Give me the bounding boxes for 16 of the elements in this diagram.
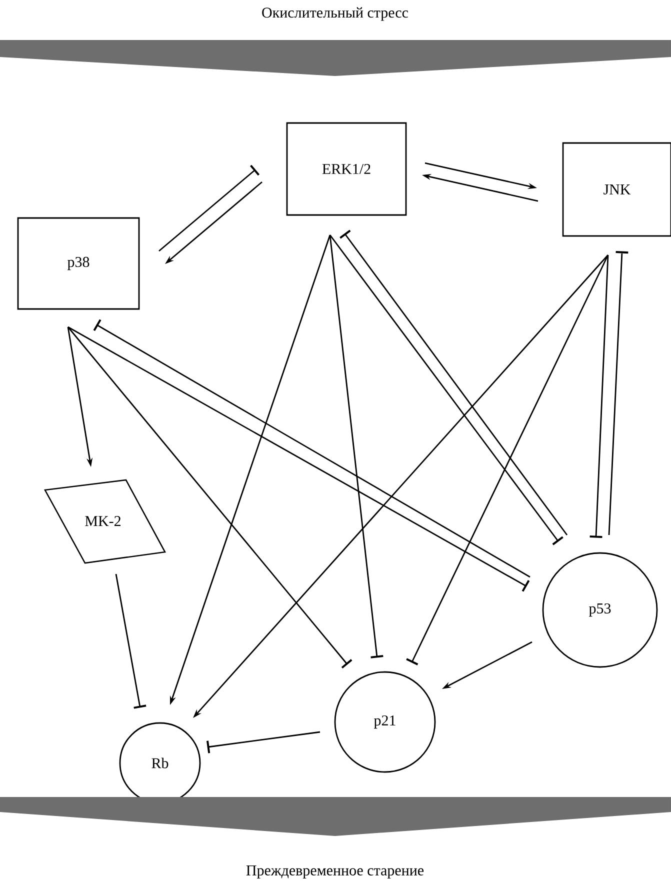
process-box: p38 [17, 217, 140, 310]
inhibition-line [608, 251, 628, 536]
circle-node: p21 [334, 671, 436, 773]
inhibition-line [115, 573, 146, 709]
chevron-band: Окислительный стресс [0, 7, 671, 76]
node-label: Преждевременное старение [246, 866, 424, 879]
inhibition-line [406, 254, 609, 666]
process-box: JNK [562, 142, 671, 237]
inhibition-line [590, 254, 609, 538]
node-label: Окислительный стресс [262, 7, 408, 21]
inhibition-line [329, 234, 384, 658]
inhibition-line [67, 326, 352, 668]
inhibition-line [206, 731, 321, 754]
inhibition-line [158, 164, 260, 252]
circle-node: p53 [542, 552, 658, 668]
process-box: ERK1/2 [286, 122, 407, 216]
